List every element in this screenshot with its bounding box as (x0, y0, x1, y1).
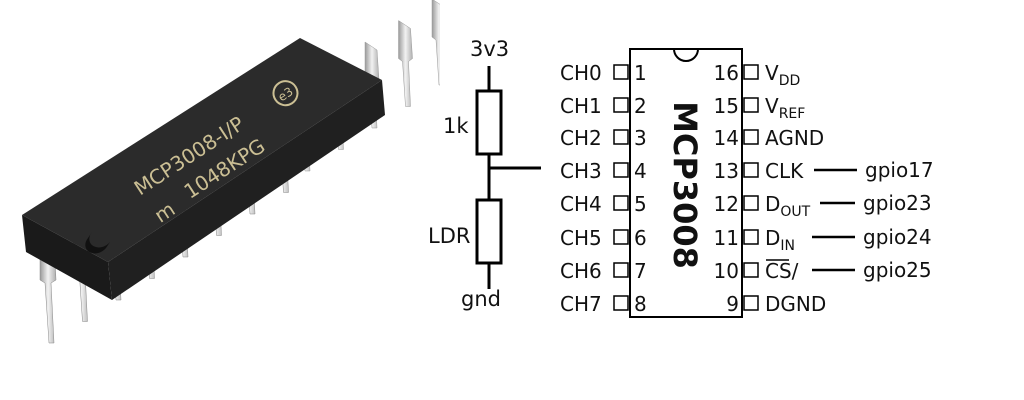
pin-12: 12 DOUT gpio23 (714, 191, 932, 220)
gpio-label: gpio25 (863, 258, 932, 282)
gpio-label: gpio17 (865, 158, 934, 182)
pin-label: CH1 (560, 94, 602, 118)
chip-notch (85, 232, 110, 254)
pin-label: CH6 (560, 259, 602, 283)
pin-13: 13 CLK gpio17 (714, 158, 934, 183)
chip-body-front (108, 80, 385, 300)
pin-label-subscript: REF (779, 106, 806, 122)
pin-label: CH5 (560, 226, 602, 250)
chip-pin (398, 20, 413, 107)
pin-pad (613, 195, 629, 211)
pin-label: VREF (765, 94, 805, 122)
chip-photo: MCP3008-I/P e3 1048KPG m (22, 0, 440, 344)
pin-number: 11 (714, 226, 739, 250)
pin-number: 16 (714, 61, 739, 85)
pin-pad (613, 64, 629, 80)
pin-number: 10 (714, 259, 739, 283)
pin-number: 9 (726, 292, 739, 316)
pin-pad (613, 129, 629, 145)
pin-pad (743, 295, 759, 311)
gpio-label: gpio23 (863, 191, 932, 215)
chip-body-top (22, 38, 382, 262)
pin-9: 9 DGND (726, 292, 826, 316)
pin-pad (613, 295, 629, 311)
pin-label: CS/ (765, 259, 799, 283)
chip-body-side (22, 215, 112, 300)
pin-10: 10 CS/gpio25 (714, 258, 932, 283)
voltage-divider (475, 66, 541, 289)
pin-2: CH1 2 (560, 94, 647, 118)
chip-pin (431, 0, 440, 86)
pin-number: 12 (714, 192, 739, 216)
pin-pad (743, 97, 759, 113)
pin-11: 11 DIN gpio24 (714, 225, 932, 254)
pin-6: CH5 6 (560, 226, 647, 250)
pin-number: 6 (634, 226, 647, 250)
chip-name: MCP3008 (666, 101, 704, 269)
pin-7: CH6 7 (560, 259, 647, 283)
pin-pad (743, 195, 759, 211)
vcc-label: 3v3 (470, 37, 509, 61)
pin-number: 2 (634, 94, 647, 118)
pin-pad (613, 262, 629, 278)
pin-label: AGND (765, 126, 824, 150)
pin-pad (743, 162, 759, 178)
pin-number: 1 (634, 61, 647, 85)
pin-label-subscript: OUT (780, 204, 810, 220)
pin-14: 14 AGND (714, 126, 825, 150)
pin-label: CH3 (560, 159, 602, 183)
pin-number: 15 (714, 94, 739, 118)
pin-pad (743, 262, 759, 278)
pin-label: DOUT (765, 192, 811, 220)
pin-number: 8 (634, 292, 647, 316)
pin-label: CH7 (560, 292, 602, 316)
pin-label: VDD (765, 61, 800, 89)
gnd-label: gnd (461, 287, 501, 311)
pin-8: CH7 8 (560, 292, 647, 316)
resistor-label: 1k (443, 114, 469, 138)
pin-number: 7 (634, 259, 647, 283)
gpio-label: gpio24 (863, 225, 932, 249)
pin-label: CH4 (560, 192, 602, 216)
pin-pad (613, 97, 629, 113)
resistor-1k (475, 89, 503, 156)
chip-outline (629, 48, 743, 318)
ldr-label: LDR (428, 224, 470, 248)
pin-label: DGND (765, 292, 826, 316)
pin-label: CH2 (560, 126, 602, 150)
pin-pad (613, 162, 629, 178)
chip-marking-logo: e3 (275, 84, 295, 104)
ldr-resistor (475, 198, 503, 265)
pin-number: 4 (634, 159, 647, 183)
pin-15: 15 VREF (714, 94, 806, 122)
pin-pad (613, 229, 629, 245)
pin-label: CLK (765, 159, 804, 183)
pin-number: 14 (714, 126, 739, 150)
pin-4: CH3 4 (560, 159, 647, 183)
pin-3: CH2 3 (560, 126, 647, 150)
pin-label-subscript: IN (780, 238, 795, 254)
pin-label-subscript: DD (779, 73, 801, 89)
pin-1: CH0 1 (560, 61, 647, 85)
pin-5: CH4 5 (560, 192, 647, 216)
pin-number: 13 (714, 159, 739, 183)
pin-pad (743, 229, 759, 245)
pin-number: 3 (634, 126, 647, 150)
pin-pad (743, 64, 759, 80)
pin-label: CH0 (560, 61, 602, 85)
pin-number: 5 (634, 192, 647, 216)
pin-label: DIN (765, 226, 795, 254)
pin-16: 16 VDD (714, 61, 801, 89)
pin-pad (743, 129, 759, 145)
